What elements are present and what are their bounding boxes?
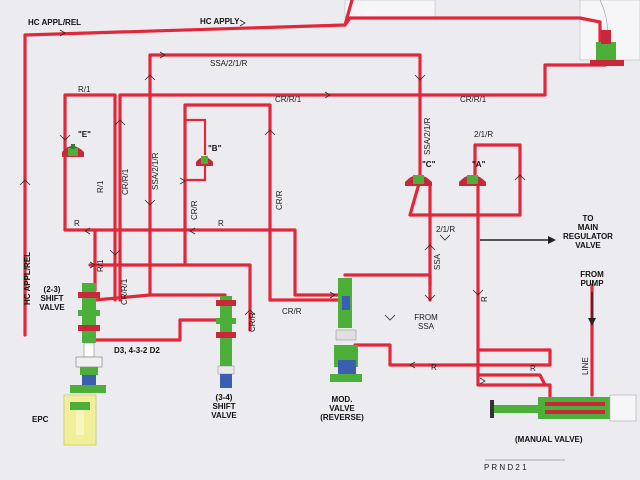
label-cr-r-1-mid: CR/R/1 (275, 95, 302, 104)
solenoid-e-icon (62, 144, 84, 157)
label-hc-appl-rel-vert: HC APPL/REL (23, 252, 32, 305)
label-ssa-2-1-r-top: SSA/2/1/R (210, 59, 248, 68)
shift-valve-2-3-icon (70, 283, 106, 393)
line-r-1 (63, 93, 117, 302)
label-cr-r-vert-a: CR/R (190, 200, 199, 220)
label-hc-appl-rel-top: HC APPL/REL (28, 18, 81, 27)
label-r-low-b: R (530, 364, 536, 373)
label-cr-r-1-low: CR/R/1 (120, 278, 129, 305)
label-a-valve: "A" (472, 160, 486, 169)
line-hc-appl-rel (23, 0, 354, 337)
label-2-1-r-b: 2/1/R (436, 225, 455, 234)
label-r-left: R (74, 219, 80, 228)
label-cr-r-vert-c: CR/R (248, 312, 257, 332)
line-2-1-r (408, 143, 522, 217)
page-corner-fragment (344, 0, 640, 61)
label-cr-r-1-right: CR/R/1 (460, 95, 487, 104)
label-cr-r-1-vert: CR/R/1 (121, 168, 130, 195)
label-d3: D3, 4-3-2 D2 (114, 346, 160, 355)
label-e-valve: "E" (78, 130, 91, 139)
label-r-1-vert: R/1 (96, 180, 105, 193)
label-ssa-vert: SSA (433, 253, 442, 270)
arrow-from-pump-icon (588, 292, 596, 326)
solenoid-b-icon (196, 156, 213, 166)
solenoid-a-icon (459, 175, 486, 186)
label-r-mid: R (218, 219, 224, 228)
label-r-vert-right: R (480, 296, 489, 302)
label-cr-r-low: CR/R (282, 307, 302, 316)
label-prnd: P R N D 2 1 (484, 463, 527, 472)
shift-valve-3-4-icon (216, 296, 236, 388)
flow-arrows (19, 19, 526, 385)
label-ssa-2-1-r-vert-left: SSA/2/1/R (151, 152, 160, 190)
label-r-low-a: R (431, 363, 437, 372)
label-b-valve: "B" (208, 144, 222, 153)
label-manual-valve: (MANUAL VALVE) (515, 435, 583, 444)
hc-solenoid-icon (590, 30, 624, 66)
line-hc-apply (343, 16, 602, 47)
label-cr-r-vert-b: CR/R (275, 190, 284, 210)
solenoid-c-icon (405, 175, 432, 186)
label-ssa-2-1-r-vert: SSA/2/1/R (423, 117, 432, 155)
line-cr-r-1 (118, 63, 607, 302)
label-line: LINE (581, 357, 590, 375)
hydraulic-lines (23, 0, 610, 402)
line-r-left (63, 228, 347, 297)
line-cr-r-inner (183, 103, 272, 302)
arrow-to-main-regulator-icon (480, 236, 556, 244)
line-ssa-2-1-r (148, 53, 422, 297)
manual-valve-icon (485, 394, 637, 461)
label-mod-valve: MOD.VALVE(REVERSE) (320, 395, 364, 422)
label-r-1-top: R/1 (78, 85, 91, 94)
label-hc-apply: HC APPLY (200, 17, 240, 26)
label-2-1-r-a: 2/1/R (474, 130, 493, 139)
label-r-1-low: R/1 (96, 259, 105, 272)
line-cr-r-low (88, 263, 252, 332)
label-epc: EPC (32, 415, 49, 424)
mod-valve-icon (330, 278, 362, 382)
label-c-valve: "C" (422, 160, 436, 169)
epc-solenoid-icon (63, 394, 97, 446)
labels: HC APPL/REL HC APPLY SSA/2/1/R R/1 CR/R/… (23, 17, 590, 472)
